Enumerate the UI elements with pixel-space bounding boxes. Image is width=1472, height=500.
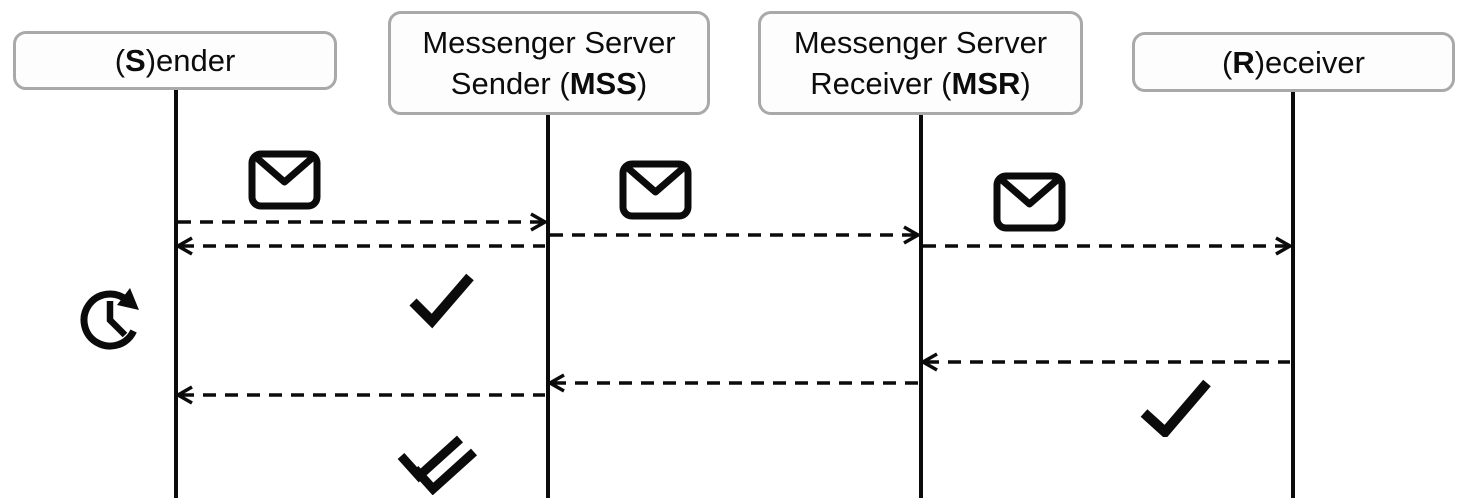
message-arrow-mss-to-msr [550,225,920,245]
ack-arrow-receiver-to-msr [921,352,1290,372]
actor-label-part: )eceiver [1254,44,1365,80]
envelope-icon [993,172,1066,232]
actor-label-part: ( [114,43,126,78]
single-check-icon [1140,379,1211,437]
message-arrow-sender-to-mss [178,212,547,232]
lifeline-msr [919,114,923,498]
ack-arrow-mss-to-sender-2 [176,385,545,405]
actor-label: Sender (MSS) [451,63,647,104]
actor-label-part: Messenger Server [793,25,1048,60]
double-check-icon [397,435,478,495]
actor-label: Messenger Server [422,22,675,63]
actor-label-part: Receiver ( [810,66,952,101]
actor-label: (R)eceiver [1222,42,1365,83]
actor-label-bold: MSS [569,66,637,101]
actor-label-part: ( [1222,44,1233,80]
actor-box-msr: Messenger Server Receiver (MSR) [758,11,1083,115]
ack-arrow-msr-to-mss [548,373,918,393]
envelope-icon [619,160,692,220]
ack-arrow-mss-to-sender [176,236,545,256]
actor-box-receiver: (R)eceiver [1132,32,1455,92]
actor-box-sender: (S)ender [13,31,337,90]
single-check-icon [409,273,474,329]
message-arrow-msr-to-receiver [923,236,1292,256]
actor-label-part: ) [636,66,648,101]
actor-label-part: ) [1020,66,1031,101]
actor-label-bold: MSR [951,66,1021,101]
actor-label-bold: R [1232,44,1255,80]
clock-retry-icon [80,288,139,350]
envelope-icon [248,150,321,210]
actor-box-mss: Messenger Server Sender (MSS) [388,11,710,115]
lifeline-sender [174,90,178,498]
lifeline-receiver [1291,91,1295,498]
actor-label: Receiver (MSR) [810,63,1030,104]
actor-label-bold: S [125,43,146,78]
actor-label: (S)ender [115,40,236,81]
lifeline-mss [546,114,550,498]
actor-label-part: )ender [145,43,236,78]
actor-label: Messenger Server [794,22,1047,63]
actor-label-part: Sender ( [450,66,570,101]
actor-label-part: Messenger Server [422,25,676,60]
